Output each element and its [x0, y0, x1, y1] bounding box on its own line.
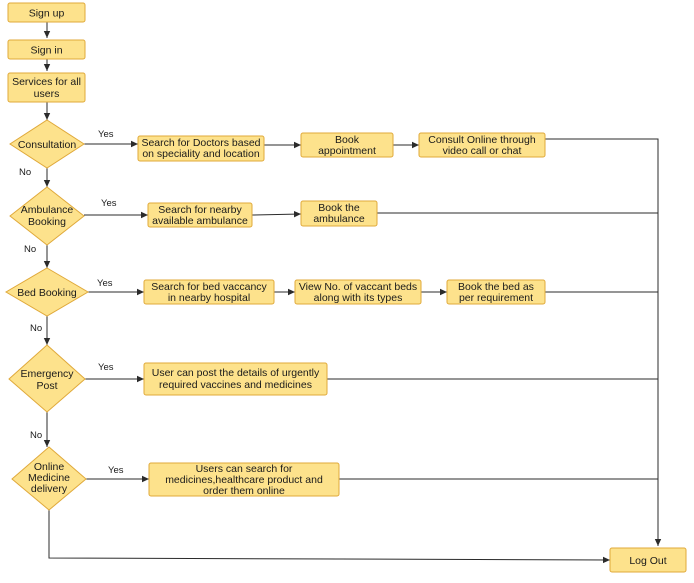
edge-label-yes-ambulance: Yes — [101, 198, 117, 209]
edge-label-no-consultation: No — [19, 167, 31, 178]
node-logout: Log Out — [609, 547, 687, 573]
node-book-ambulance: Book the ambulance — [300, 200, 378, 227]
node-search-ambulance-line-2: available ambulance — [152, 215, 248, 227]
node-search-doctors: Search for Doctors based on speciality a… — [137, 135, 265, 162]
node-online-medicine-line-2: Medicine — [28, 472, 70, 484]
node-search-medicines-line-2: medicines,healthcare product and — [165, 474, 323, 486]
node-search-doctors-line-2: on speciality and location — [142, 148, 259, 160]
node-view-beds-line-1: View No. of vaccant beds — [299, 281, 417, 293]
node-services-line-2: users — [34, 88, 60, 100]
node-ambulance-booking-line-1: Ambulance — [21, 204, 74, 216]
edges — [43, 22, 662, 564]
node-bed-booking: Bed Booking — [5, 267, 89, 317]
edge-medicine-logout — [48, 510, 611, 564]
node-search-ambulance: Search for nearby available ambulance — [147, 202, 253, 228]
node-logout-label: Log Out — [629, 555, 666, 567]
node-book-appointment-line-2: appointment — [318, 145, 376, 157]
node-search-medicines-line-3: order them online — [203, 485, 285, 497]
node-search-ambulance-line-1: Search for nearby — [158, 204, 242, 216]
node-consultation-label: Consultation — [18, 139, 77, 151]
node-search-bed-line-2: in nearby hospital — [168, 292, 250, 304]
node-search-bed-line-1: Search for bed vaccancy — [151, 281, 267, 293]
node-emergency-post-line-1: Emergency — [20, 368, 74, 380]
edge-consult-online-logout — [545, 138, 662, 546]
node-search-bed: Search for bed vaccancy in nearby hospit… — [143, 279, 275, 305]
node-post-details: User can post the details of urgently re… — [143, 362, 328, 396]
node-consult-online-line-2: video call or chat — [443, 145, 522, 157]
edge-label-yes-consultation: Yes — [98, 129, 114, 140]
edge-label-yes-emergency: Yes — [98, 362, 114, 373]
nodes: Sign up Sign in Services for all users S… — [5, 2, 687, 573]
node-signin-label: Sign in — [30, 45, 62, 57]
edge-label-yes-medicine: Yes — [108, 465, 124, 476]
node-book-ambulance-line-1: Book the — [318, 202, 360, 214]
edge-label-no-emergency: No — [30, 430, 42, 441]
node-online-medicine-line-1: Online — [34, 461, 65, 473]
node-book-ambulance-line-2: ambulance — [313, 213, 365, 225]
node-signup-label: Sign up — [29, 8, 65, 20]
node-emergency-post-line-2: Post — [36, 380, 57, 392]
node-view-beds: View No. of vaccant beds along with its … — [294, 279, 422, 305]
edge-labels: Yes No Yes No Yes No Yes No Yes — [19, 129, 124, 476]
edge-label-yes-bed: Yes — [97, 278, 113, 289]
node-search-doctors-line-1: Search for Doctors based — [141, 137, 260, 149]
edge-search-ambulance-book-ambulance — [251, 210, 302, 218]
node-services: Services for all users — [7, 72, 86, 103]
node-book-bed-line-2: per requirement — [459, 292, 533, 304]
node-book-bed: Book the bed as per requirement — [446, 279, 546, 305]
node-online-medicine: Online Medicine delivery — [11, 446, 87, 511]
node-ambulance-booking-line-2: Booking — [28, 216, 66, 228]
node-search-medicines: Users can search for medicines,healthcar… — [148, 462, 340, 497]
node-post-details-line-1: User can post the details of urgently — [152, 367, 320, 379]
node-consult-online-line-1: Consult Online through — [428, 134, 536, 146]
edge-label-no-ambulance: No — [24, 244, 36, 255]
node-online-medicine-line-3: delivery — [31, 483, 68, 495]
node-services-line-1: Services for all — [12, 76, 81, 88]
node-search-medicines-line-1: Users can search for — [196, 463, 293, 475]
node-book-bed-line-1: Book the bed as — [458, 281, 534, 293]
node-post-details-line-2: required vaccines and medicines — [159, 379, 312, 391]
node-emergency-post: Emergency Post — [8, 344, 86, 413]
edge-label-no-bed: No — [30, 323, 42, 334]
node-consultation: Consultation — [9, 119, 85, 169]
node-ambulance-booking: Ambulance Booking — [9, 186, 85, 246]
node-signin: Sign in — [7, 39, 86, 60]
node-consult-online: Consult Online through video call or cha… — [418, 132, 546, 158]
node-book-appointment-line-1: Book — [335, 134, 360, 146]
node-view-beds-line-2: along with its types — [314, 292, 403, 304]
node-book-appointment: Book appointment — [300, 132, 394, 158]
node-signup: Sign up — [7, 2, 86, 23]
node-bed-booking-label: Bed Booking — [17, 287, 77, 299]
